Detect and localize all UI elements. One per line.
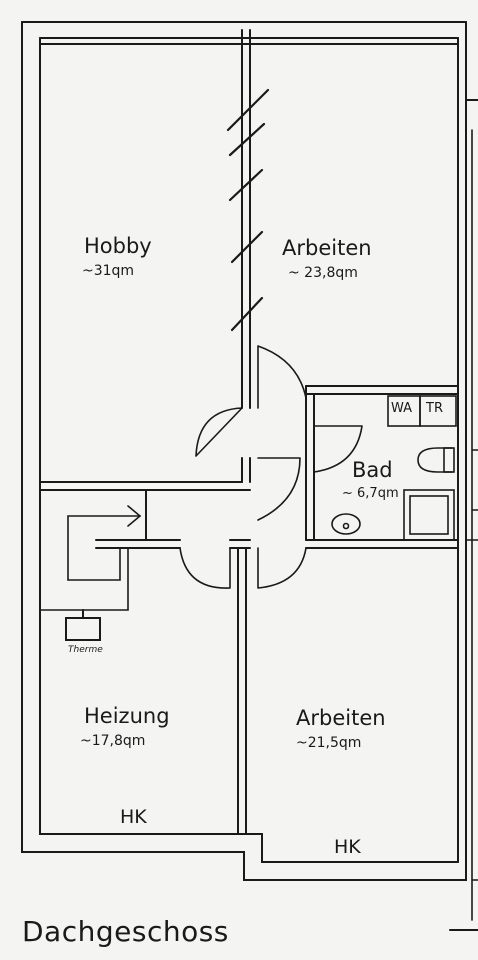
- wall-hatch-marks: [226, 88, 270, 332]
- room-name-arbeiten-top: Arbeiten: [282, 236, 372, 260]
- label-hk-left: HK: [120, 806, 147, 828]
- right-wing-edge: [465, 129, 478, 921]
- wall-hobby-arbeiten: [241, 29, 251, 483]
- wall-hobby-bottom: [39, 481, 251, 491]
- label-wa: WA: [391, 401, 413, 416]
- room-area-bad: ~ 6,7qm: [342, 486, 399, 501]
- floor-title: Dachgeschoss: [22, 915, 229, 948]
- room-name-hobby: Hobby: [84, 234, 152, 258]
- room-name-bad: Bad: [352, 458, 393, 482]
- hallway-walls: [95, 385, 459, 549]
- wall-heizung-arbeiten: [237, 547, 247, 835]
- room-area-arbeiten-bottom: ~21,5qm: [296, 735, 362, 751]
- window-marks: [471, 449, 478, 881]
- heating-chase: [39, 505, 142, 611]
- label-hk-right: HK: [334, 836, 361, 858]
- therme-unit: [65, 609, 101, 641]
- room-name-arbeiten-bottom: Arbeiten: [296, 706, 386, 730]
- room-name-heizung: Heizung: [84, 704, 170, 728]
- room-area-heizung: ~17,8qm: [80, 733, 146, 749]
- room-area-arbeiten-top: ~ 23,8qm: [288, 265, 358, 281]
- label-therme: Therme: [68, 645, 103, 655]
- door-swings: [179, 345, 363, 589]
- bath-fixtures: [331, 395, 457, 541]
- label-tr: TR: [426, 401, 443, 416]
- room-area-hobby: ~31qm: [82, 263, 135, 279]
